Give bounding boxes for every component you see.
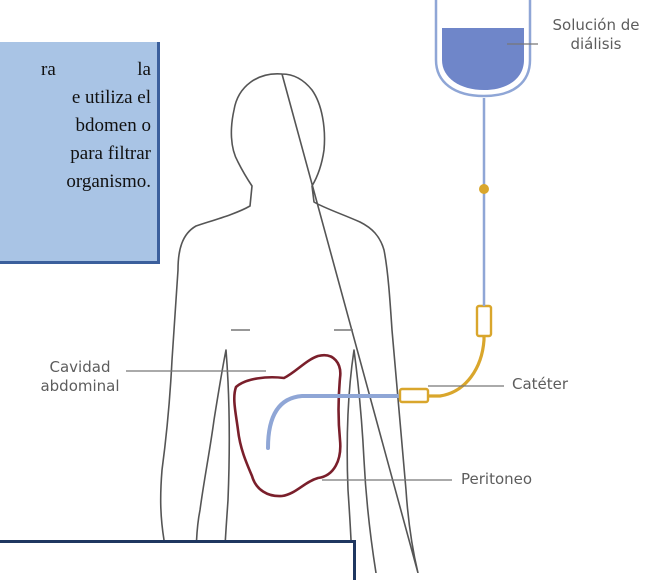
textbox-line: organismo. xyxy=(0,168,151,196)
peritoneo-label: Peritoneo xyxy=(461,470,532,489)
textbox-line: para filtrar xyxy=(0,140,151,168)
textbox-line: e utiliza el xyxy=(0,84,151,112)
dialysis-solution-fill xyxy=(442,28,524,90)
textbox-line: bdomen o xyxy=(0,112,151,140)
clamp-dot xyxy=(479,184,489,194)
cateter-label: Catéter xyxy=(512,375,568,394)
catheter-outer-tube xyxy=(428,336,484,396)
info-textbox: ra la e utiliza el bdomen o para filtrar… xyxy=(0,42,160,264)
cavidad-label-line2: abdominal xyxy=(32,377,128,396)
peritoneum-outline xyxy=(234,355,340,496)
solucion-label-line1: Solución de xyxy=(540,16,652,35)
textbox-line1a: ra xyxy=(41,56,56,84)
human-body-outline xyxy=(161,74,418,573)
catheter-inner-tube xyxy=(268,396,400,448)
tube-connector xyxy=(477,306,491,336)
solucion-label: Solución de diálisis xyxy=(540,16,652,54)
info-textbox-text: ra la e utiliza el bdomen o para filtrar… xyxy=(0,56,151,196)
cavidad-label: Cavidad abdominal xyxy=(32,358,128,396)
textbox-line1b: la xyxy=(137,56,151,84)
bottom-textbox-edge xyxy=(0,540,356,580)
catheter-connector xyxy=(400,389,428,402)
textbox-line: ra la xyxy=(0,56,151,84)
solucion-label-line2: diálisis xyxy=(540,35,652,54)
cavidad-label-line1: Cavidad xyxy=(32,358,128,377)
